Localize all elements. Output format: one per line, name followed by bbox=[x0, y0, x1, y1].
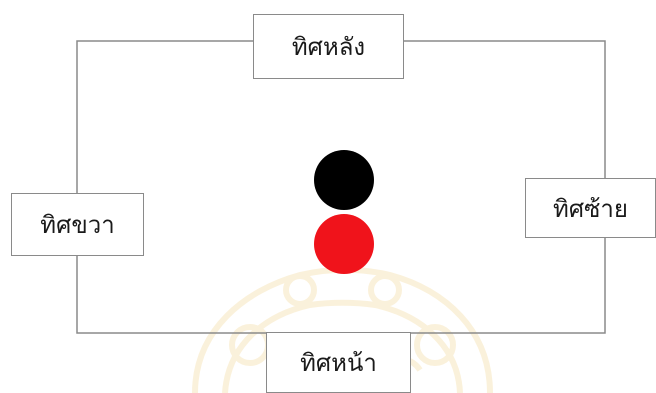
direction-back-text: ทิศหลัง bbox=[291, 33, 366, 61]
black-circle-marker bbox=[314, 150, 374, 210]
direction-right-text: ทิศขวา bbox=[40, 211, 115, 239]
direction-left-text: ทิศซ้าย bbox=[553, 194, 628, 223]
direction-label-right: ทิศขวา bbox=[11, 193, 144, 256]
direction-front-text: ทิศหน้า bbox=[300, 349, 377, 377]
direction-label-front: ทิศหน้า bbox=[266, 332, 411, 393]
direction-label-left: ทิศซ้าย bbox=[525, 178, 656, 238]
direction-label-back: ทิศหลัง bbox=[253, 14, 404, 79]
red-circle-marker bbox=[314, 214, 374, 274]
